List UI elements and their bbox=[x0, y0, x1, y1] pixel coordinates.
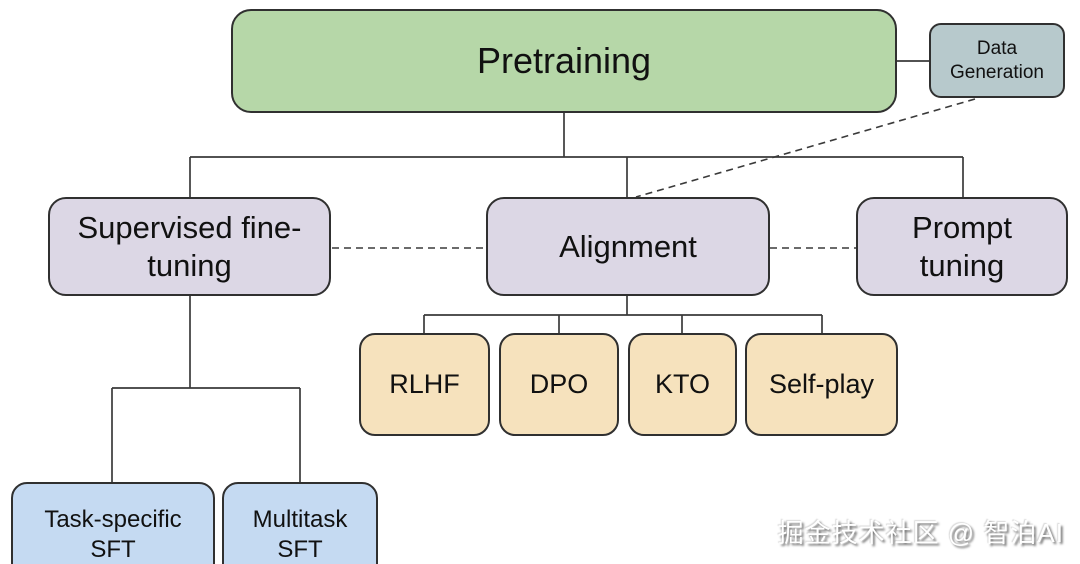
node-supervised-fine-tuning: Supervised fine-tuning bbox=[48, 197, 331, 296]
node-kto: KTO bbox=[628, 333, 737, 436]
watermark-text: 掘金技术社区 @ 智泊AI bbox=[777, 518, 1064, 548]
node-task-specific-sft: Task-specific SFT bbox=[11, 482, 215, 564]
node-multitask-sft: Multitask SFT bbox=[222, 482, 378, 564]
node-dpo: DPO bbox=[499, 333, 619, 436]
node-prompt-tuning: Prompt tuning bbox=[856, 197, 1068, 296]
node-pretraining: Pretraining bbox=[231, 9, 897, 113]
node-data-generation: Data Generation bbox=[929, 23, 1065, 98]
node-alignment: Alignment bbox=[486, 197, 770, 296]
connector-dashed-datageneration-alignment bbox=[635, 98, 976, 198]
node-self-play: Self-play bbox=[745, 333, 898, 436]
node-rlhf: RLHF bbox=[359, 333, 490, 436]
